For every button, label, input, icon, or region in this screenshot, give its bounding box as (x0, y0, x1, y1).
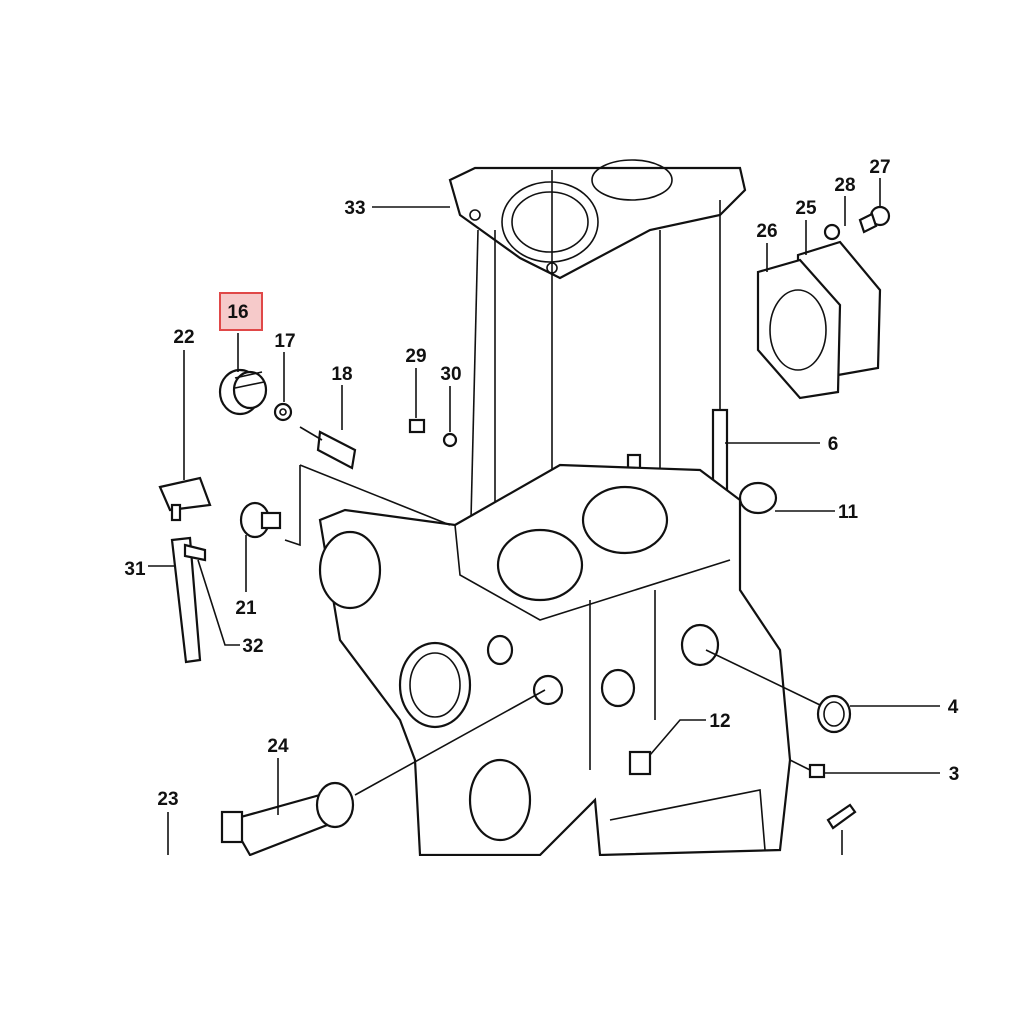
label-11[interactable]: 11 (838, 502, 859, 523)
label-16[interactable]: 16 (227, 302, 248, 323)
label-24[interactable]: 24 (267, 736, 289, 757)
label-3[interactable]: 3 (949, 764, 960, 785)
fitting-22 (158, 476, 212, 522)
cover-plate (756, 240, 882, 400)
label-28[interactable]: 28 (834, 175, 855, 196)
bolt-29-washer-30 (408, 418, 458, 448)
pipe-31 (170, 536, 207, 664)
label-12[interactable]: 12 (709, 711, 730, 732)
label-27[interactable]: 27 (869, 157, 890, 178)
label-33[interactable]: 33 (344, 198, 365, 219)
label-32[interactable]: 32 (242, 636, 263, 657)
white-mask-top (0, 0, 1024, 150)
label-21[interactable]: 21 (235, 598, 257, 619)
fitting-21 (239, 501, 282, 539)
label-17[interactable]: 17 (274, 331, 295, 352)
engine-block (318, 463, 792, 857)
label-25[interactable]: 25 (795, 198, 817, 219)
white-mask-bottom (0, 856, 1024, 1024)
highlight-box-16[interactable] (219, 292, 263, 331)
part-labels: 33 16 17 22 18 29 30 28 27 25 26 6 11 31… (124, 157, 959, 810)
head-gasket (448, 159, 747, 280)
shaft-24 (220, 781, 355, 857)
small-parts (158, 205, 891, 857)
label-6[interactable]: 6 (828, 434, 839, 455)
label-22[interactable]: 22 (173, 327, 194, 348)
pipe-18 (299, 426, 357, 470)
label-4[interactable]: 4 (948, 697, 959, 718)
plug-16 (218, 368, 268, 416)
label-31[interactable]: 31 (124, 559, 146, 580)
label-29[interactable]: 29 (405, 346, 426, 367)
label-18[interactable]: 18 (331, 364, 352, 385)
leader-lines (148, 178, 940, 855)
bolt-27 (858, 205, 891, 234)
label-23[interactable]: 23 (157, 789, 178, 810)
label-26[interactable]: 26 (756, 221, 777, 242)
label-30[interactable]: 30 (440, 364, 461, 385)
